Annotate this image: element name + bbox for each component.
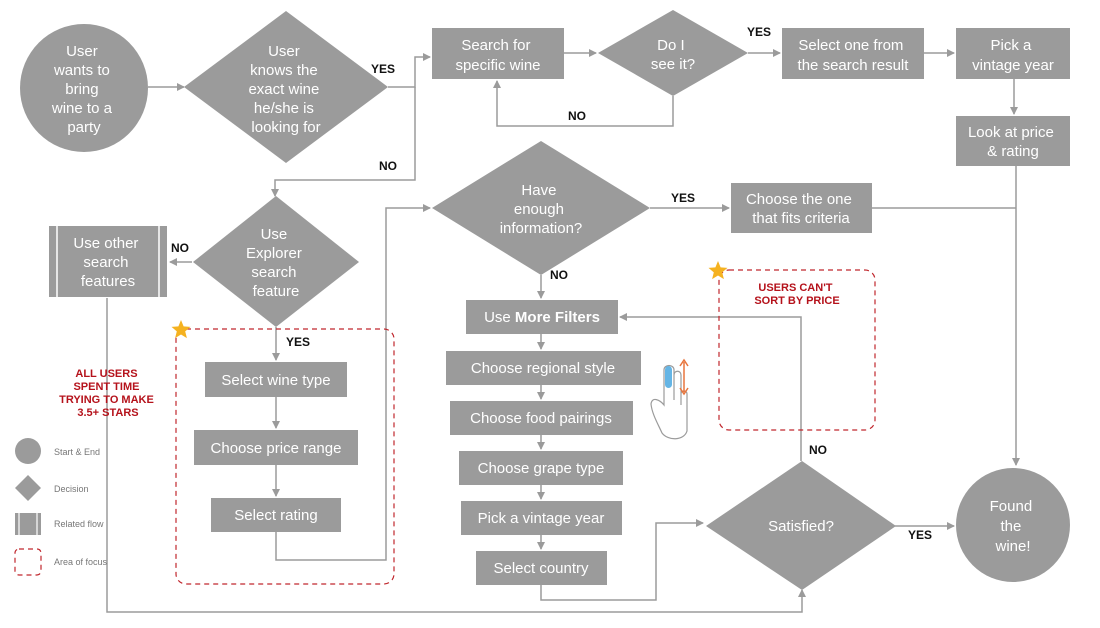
swipe-gesture-icon xyxy=(650,358,689,440)
step-select-result: Select one from the search result xyxy=(782,28,924,79)
step-price-range: Choose price range xyxy=(194,430,358,465)
decision-do-i-see: Do I see it? xyxy=(598,10,748,96)
legend-related-flow: Related flow xyxy=(54,519,104,529)
note-cant-sort: USERS CAN'T SORT BY PRICE xyxy=(754,282,839,307)
step-food-pairings: Choose food pairings xyxy=(450,401,633,435)
svg-text:Choose food pairings: Choose food pairings xyxy=(470,410,612,427)
svg-text:Use other search f: Use other search features xyxy=(73,235,142,290)
legend: Start & End Decision Related flow Area o… xyxy=(14,438,108,576)
step-price-rating: Look at price & rating xyxy=(956,116,1070,166)
svg-text:Select wine type: Select wine type xyxy=(221,372,330,389)
legend-start-end: Start & End xyxy=(54,447,100,457)
svg-text:Select country: Select country xyxy=(493,560,589,577)
start-node: User wants to bring wine to a party xyxy=(20,24,148,152)
label-explorer-no: NO xyxy=(171,241,189,255)
decision-knows-wine: User knows the exact wine he/she is look… xyxy=(184,11,388,163)
star-icon xyxy=(171,320,191,339)
label-see-yes: YES xyxy=(747,25,771,39)
svg-text:Choose regional style: Choose regional style xyxy=(471,360,615,377)
svg-text:Search for specific wine: Search for specific wine xyxy=(455,37,540,74)
svg-text:Pick a vintage year: Pick a vintage year xyxy=(972,37,1054,74)
label-info-no: NO xyxy=(550,268,568,282)
step-regional-style: Choose regional style xyxy=(446,351,641,385)
svg-text:Pick a vintage year: Pick a vintage year xyxy=(478,510,605,527)
svg-text:Choose grape type: Choose grape type xyxy=(478,460,605,477)
legend-area-focus: Area of focus xyxy=(54,557,108,567)
label-knows-no: NO xyxy=(379,159,397,173)
svg-text:Use Explorer searc: Use Explorer search feature xyxy=(246,226,306,300)
decision-satisfied: Satisfied? xyxy=(706,461,896,590)
step-select-country: Select country xyxy=(476,551,607,585)
step-choose-fits: Choose the one that fits criteria xyxy=(731,183,872,233)
legend-circle-icon xyxy=(15,438,41,464)
focus-area-sort xyxy=(718,269,876,431)
label-satisfied-no: NO xyxy=(809,443,827,457)
focus-area-explorer xyxy=(175,328,395,585)
note-all-users: ALL USERS SPENT TIME TRYING TO MAKE 3.5+… xyxy=(59,368,157,419)
connectors xyxy=(106,49,1020,613)
svg-text:Choose the one that fits: Choose the one that fits criteria xyxy=(746,191,856,227)
label-explorer-yes: YES xyxy=(286,335,310,349)
related-flow-other-features: Use other search features xyxy=(49,226,167,297)
legend-decision: Decision xyxy=(54,484,89,494)
svg-text:Found the wine!: Found the wine! xyxy=(990,498,1037,555)
step-select-rating: Select rating xyxy=(211,498,341,532)
svg-text:Satisfied?: Satisfied? xyxy=(768,518,834,535)
label-info-yes: YES xyxy=(671,191,695,205)
step-search-specific: Search for specific wine xyxy=(432,28,564,79)
svg-text:Look at price & rating: Look at price & rating xyxy=(968,124,1058,160)
step-grape-type: Choose grape type xyxy=(459,451,623,485)
svg-text:Select one from the sear: Select one from the search result xyxy=(798,37,910,74)
label-see-no: NO xyxy=(568,109,586,123)
step-vintage-year: Pick a vintage year xyxy=(461,501,622,535)
step-pick-vintage-top: Pick a vintage year xyxy=(956,28,1070,79)
star-icon xyxy=(708,261,728,280)
svg-text:User knows the exa: User knows the exact wine he/she is look… xyxy=(248,43,323,136)
svg-text:Use More Filters: Use More Filters xyxy=(484,309,600,326)
step-wine-type: Select wine type xyxy=(205,362,347,397)
svg-text:Select rating: Select rating xyxy=(234,507,317,524)
decision-use-explorer: Use Explorer search feature xyxy=(193,196,359,327)
label-knows-yes: YES xyxy=(371,62,395,76)
svg-text:Do I see it?: Do I see it? xyxy=(651,37,695,73)
legend-related-flow-icon xyxy=(15,513,41,535)
decision-enough-info: Have enough information? xyxy=(432,141,650,275)
legend-focus-icon xyxy=(14,548,42,576)
svg-text:User wants to brin: User wants to bring wine to a party xyxy=(51,43,116,136)
label-satisfied-yes: YES xyxy=(908,528,932,542)
svg-text:Choose price range: Choose price range xyxy=(211,440,342,457)
step-more-filters: Use More Filters xyxy=(466,300,618,334)
svg-text:Have enough inform: Have enough information? xyxy=(500,182,583,237)
end-node: Found the wine! xyxy=(956,468,1070,582)
legend-diamond-icon xyxy=(15,475,41,501)
